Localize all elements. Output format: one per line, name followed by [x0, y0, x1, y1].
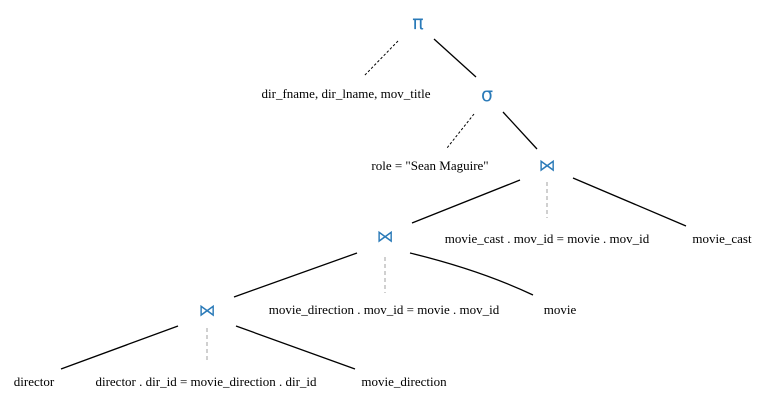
edge-join-middle-movie [409, 252, 534, 296]
tree-edges [60, 38, 687, 370]
join-middle-condition: movie_direction . mov_id = movie . mov_i… [269, 302, 500, 317]
relation-movie-cast: movie_cast [692, 231, 752, 246]
edge-projection-selection [433, 38, 477, 78]
relation-movie: movie [544, 302, 577, 317]
edge-projection-attributes [363, 40, 399, 77]
edge-join-middle-join-bottom [233, 252, 358, 298]
projection-attributes: dir_fname, dir_lname, mov_title [262, 86, 431, 101]
edge-join-bottom-movie-direction [235, 325, 356, 370]
join-top-operator: ⋈ [539, 156, 556, 176]
projection-operator: π [412, 12, 423, 34]
join-top-condition: movie_cast . mov_id = movie . mov_id [445, 231, 650, 246]
edge-selection-condition [446, 113, 475, 149]
selection-operator: σ [481, 84, 493, 106]
relation-movie-direction: movie_direction [361, 374, 447, 389]
edge-selection-join-top [502, 111, 538, 150]
join-middle-operator: ⋈ [377, 227, 394, 247]
edge-join-top-join-middle [411, 179, 521, 224]
edge-join-top-movie-cast [572, 177, 687, 227]
relation-director: director [14, 374, 55, 389]
edge-join-bottom-director [60, 325, 179, 370]
selection-condition: role = "Sean Maguire" [371, 158, 488, 173]
join-bottom-operator: ⋈ [199, 301, 216, 321]
join-bottom-condition: director . dir_id = movie_direction . di… [95, 374, 317, 389]
